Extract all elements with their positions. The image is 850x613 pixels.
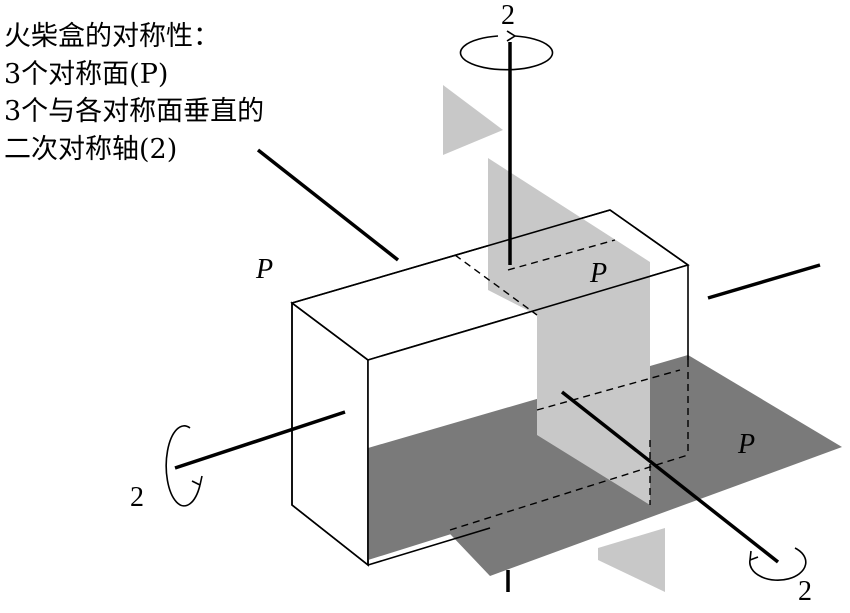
long-twofold-axis-back [256,148,400,262]
long-twofold-axis-front [174,410,346,470]
plane-label-right: P [737,429,755,460]
caption-line-axes-intro: 3个与各对称面垂直的 [4,96,265,127]
vertical-symmetry-plane [488,158,650,505]
box-edge-top-right [609,209,689,266]
long-twofold-axis-right [707,263,821,300]
rotation-arrow-left-icon [165,425,203,507]
axis-label-left: 2 [130,482,144,513]
hidden-edges [449,239,689,531]
vertical-plane-bottom-part [598,528,665,592]
short-twofold-axis [560,390,780,564]
box-edge-top-back [291,209,611,304]
box-edge-top-front [367,264,689,361]
caption-line-planes: 3个对称面(P) [4,58,169,90]
rotation-arrow-top-icon [459,30,554,71]
caption-line-axes: 二次对称轴(2) [4,133,178,165]
rotation-arrow-bottom-right-icon [749,547,807,581]
axis-label-top: 2 [501,0,515,31]
caption-line-title: 火柴盒的对称性： [4,21,220,52]
axis-label-bottom-right: 2 [798,576,812,607]
plane-label-left: P [255,254,273,285]
plane-label-top: P [589,258,607,289]
vertical-plane-top-triangle [443,85,503,155]
caption-text: 火柴盒的对称性： 3个对称面(P) 3个与各对称面垂直的 二次对称轴(2) [4,18,264,168]
box-edge-bottom-front [367,527,491,566]
